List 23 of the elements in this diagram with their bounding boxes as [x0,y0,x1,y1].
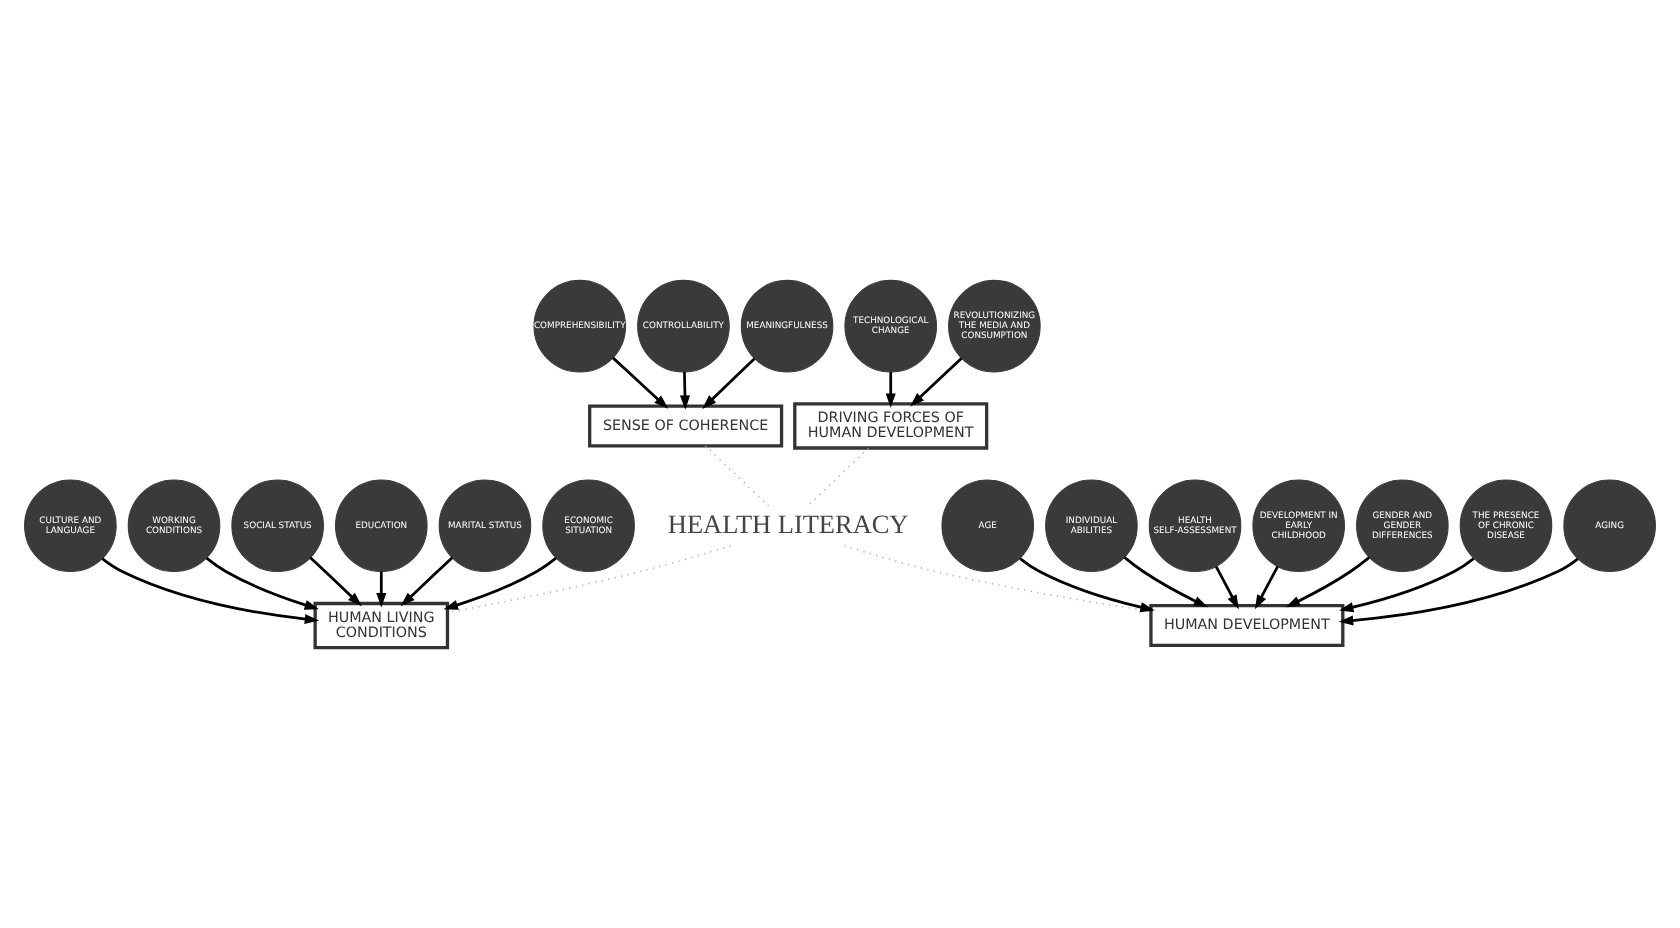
arrow [910,357,963,407]
arrow [1338,557,1579,626]
arrow [1285,556,1371,608]
arrow [885,372,896,408]
arrow [1254,565,1279,610]
arrow [101,557,320,625]
connector [704,445,770,507]
arrow [309,556,362,607]
arrow [376,571,387,608]
connector [807,447,870,507]
arrow [1339,557,1475,613]
connector [446,544,732,614]
arrow [702,357,756,409]
arrow [205,557,319,610]
arrow [612,356,669,409]
arrow [679,372,690,410]
arrow [1214,565,1239,610]
arrow [1123,556,1208,608]
connector [843,544,1152,613]
node-text: HEALTH LITERACY [667,508,909,539]
arrow [443,557,557,610]
arrow [400,556,454,607]
arrow [1019,557,1155,613]
